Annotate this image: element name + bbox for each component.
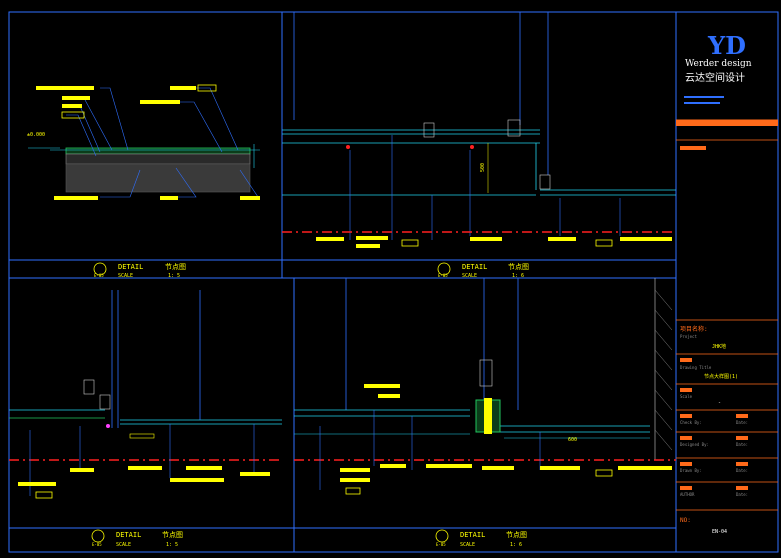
svg-text:节点图: 节点图 (162, 531, 183, 539)
svg-text:节点大样图(1): 节点大样图(1) (704, 373, 738, 380)
svg-text:Project: Project (680, 334, 697, 339)
sheet-frame (8, 11, 779, 553)
svg-text:Date:: Date: (736, 468, 748, 473)
detail-title-1: DETAIL 节点图 SCALE 1: 5 E-05 (93, 262, 186, 279)
logo: YD (707, 31, 746, 60)
brand-en: Werder design (685, 59, 752, 69)
svg-text:SCALE: SCALE (116, 542, 131, 548)
svg-text:节点图: 节点图 (508, 263, 529, 271)
svg-text:E-05: E-05 (438, 273, 448, 278)
svg-text:JHK地: JHK地 (712, 343, 726, 350)
svg-text:Date:: Date: (736, 492, 748, 497)
dim-600: 600 (568, 437, 577, 443)
detail-title-4: DETAIL 节点图 SCALE 1: 6 E-05 (435, 529, 527, 548)
svg-text:E-05: E-05 (92, 542, 102, 547)
detail-3-wall-floor-section (9, 290, 282, 499)
svg-text:E-05: E-05 (94, 273, 104, 278)
detail-title-3: DETAIL 节点图 SCALE 1: 5 E-05 (91, 529, 183, 548)
svg-text:1: 5: 1: 5 (166, 542, 178, 548)
svg-text:项目名称:: 项目名称: (680, 325, 708, 333)
svg-text:NO:: NO: (680, 517, 691, 524)
detail-4-ceiling-transition-section: 600 (294, 278, 676, 495)
svg-text:Date:: Date: (736, 442, 748, 447)
svg-text:节点图: 节点图 (165, 263, 186, 271)
svg-text:1: 6: 1: 6 (512, 273, 524, 279)
level-mark: ±0.000 (27, 132, 45, 138)
detail-1-floor-section: ±0.000 (27, 84, 260, 200)
detail-2-ceiling-section: 500 (282, 12, 676, 248)
brand-cn: 云达空间设计 (685, 71, 745, 84)
svg-text:1: 6: 1: 6 (510, 542, 522, 548)
svg-text:SCALE: SCALE (460, 542, 475, 548)
svg-text:DETAIL: DETAIL (460, 531, 485, 539)
svg-text:Scale: Scale (680, 394, 693, 399)
svg-text:Drawing Title: Drawing Title (680, 365, 712, 370)
svg-text:AUTHOR: AUTHOR (680, 492, 695, 497)
detail-title-2: DETAIL 节点图 SCALE 1: 6 E-05 (437, 262, 529, 279)
svg-text:SCALE: SCALE (118, 273, 133, 279)
dim-500: 500 (480, 163, 486, 172)
svg-text:1: 5: 1: 5 (168, 273, 180, 279)
svg-text:-: - (718, 400, 721, 406)
svg-text:DETAIL: DETAIL (462, 263, 487, 271)
title-block: YD Werder design 云达空间设计 项目名称: Project JH… (676, 31, 778, 535)
svg-text:Designed By:: Designed By: (680, 442, 709, 447)
svg-text:Check By:: Check By: (680, 420, 702, 425)
svg-text:SCALE: SCALE (462, 273, 477, 279)
svg-text:节点图: 节点图 (506, 531, 527, 539)
svg-text:DETAIL: DETAIL (116, 531, 141, 539)
svg-text:DETAIL: DETAIL (118, 263, 143, 271)
svg-text:E-05: E-05 (436, 542, 446, 547)
svg-text:Drawn By:: Drawn By: (680, 468, 702, 473)
svg-text:Date:: Date: (736, 420, 748, 425)
sheet-number: EN-04 (712, 529, 727, 535)
